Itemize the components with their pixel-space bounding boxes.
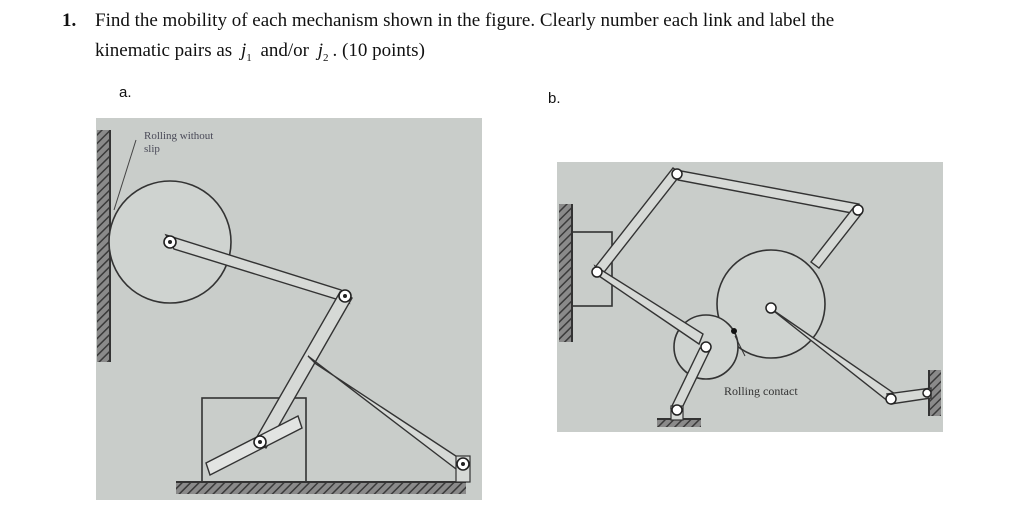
and-or-text: and/or: [260, 40, 310, 61]
joint-right-ground: [922, 388, 932, 398]
branch-link: [307, 355, 470, 473]
rocker-link: [253, 291, 353, 449]
joint-bottom-ground: [671, 404, 683, 416]
right-ground: [929, 370, 941, 416]
contact-leader-line: [734, 335, 746, 357]
rolling-without-slip-label: Rolling without slip: [144, 130, 214, 155]
question-line-1: Find the mobility of each mechanism show…: [95, 10, 835, 31]
j1-symbol: j1: [240, 40, 252, 64]
figure-a-mechanism: Rolling without slip: [96, 118, 482, 500]
figure-a-drawing: [97, 130, 471, 494]
joint-wall-slider: [591, 266, 603, 278]
annotation-leader-line: [113, 139, 137, 211]
figure-b-label: b.: [548, 90, 561, 107]
figure-b-drawing: [559, 167, 941, 427]
question-number: 1.: [62, 10, 77, 31]
question-line-2: kinematic pairs as j1 and/or j2. (10 poi…: [95, 36, 425, 73]
bottom-ground: [176, 482, 466, 494]
joint-right-lower: [885, 393, 897, 405]
wall-slider-block: [571, 231, 613, 307]
link-left-upper: [592, 167, 682, 277]
slider-bar: [205, 415, 303, 476]
joint-top-right: [852, 204, 864, 216]
figure-b-mechanism: Rolling contact: [557, 162, 943, 432]
left-wall-ground: [97, 130, 109, 362]
question-line-2-start: kinematic pairs as: [95, 40, 233, 61]
slider-block: [201, 397, 307, 483]
left-wall-ground: [559, 204, 571, 342]
joint-top-left: [671, 168, 683, 180]
points-text: . (10 points): [332, 40, 425, 61]
joint-large-disk-center: [765, 302, 777, 314]
link-top: [675, 169, 860, 215]
link-right-upper: [810, 206, 863, 269]
joint-small-disk-center: [700, 341, 712, 353]
j2-symbol: j2: [317, 40, 329, 64]
rolling-contact-label: Rolling contact: [724, 384, 798, 398]
bottom-ground: [657, 419, 701, 427]
contact-point: [731, 328, 737, 334]
figure-a-label: a.: [119, 84, 132, 101]
